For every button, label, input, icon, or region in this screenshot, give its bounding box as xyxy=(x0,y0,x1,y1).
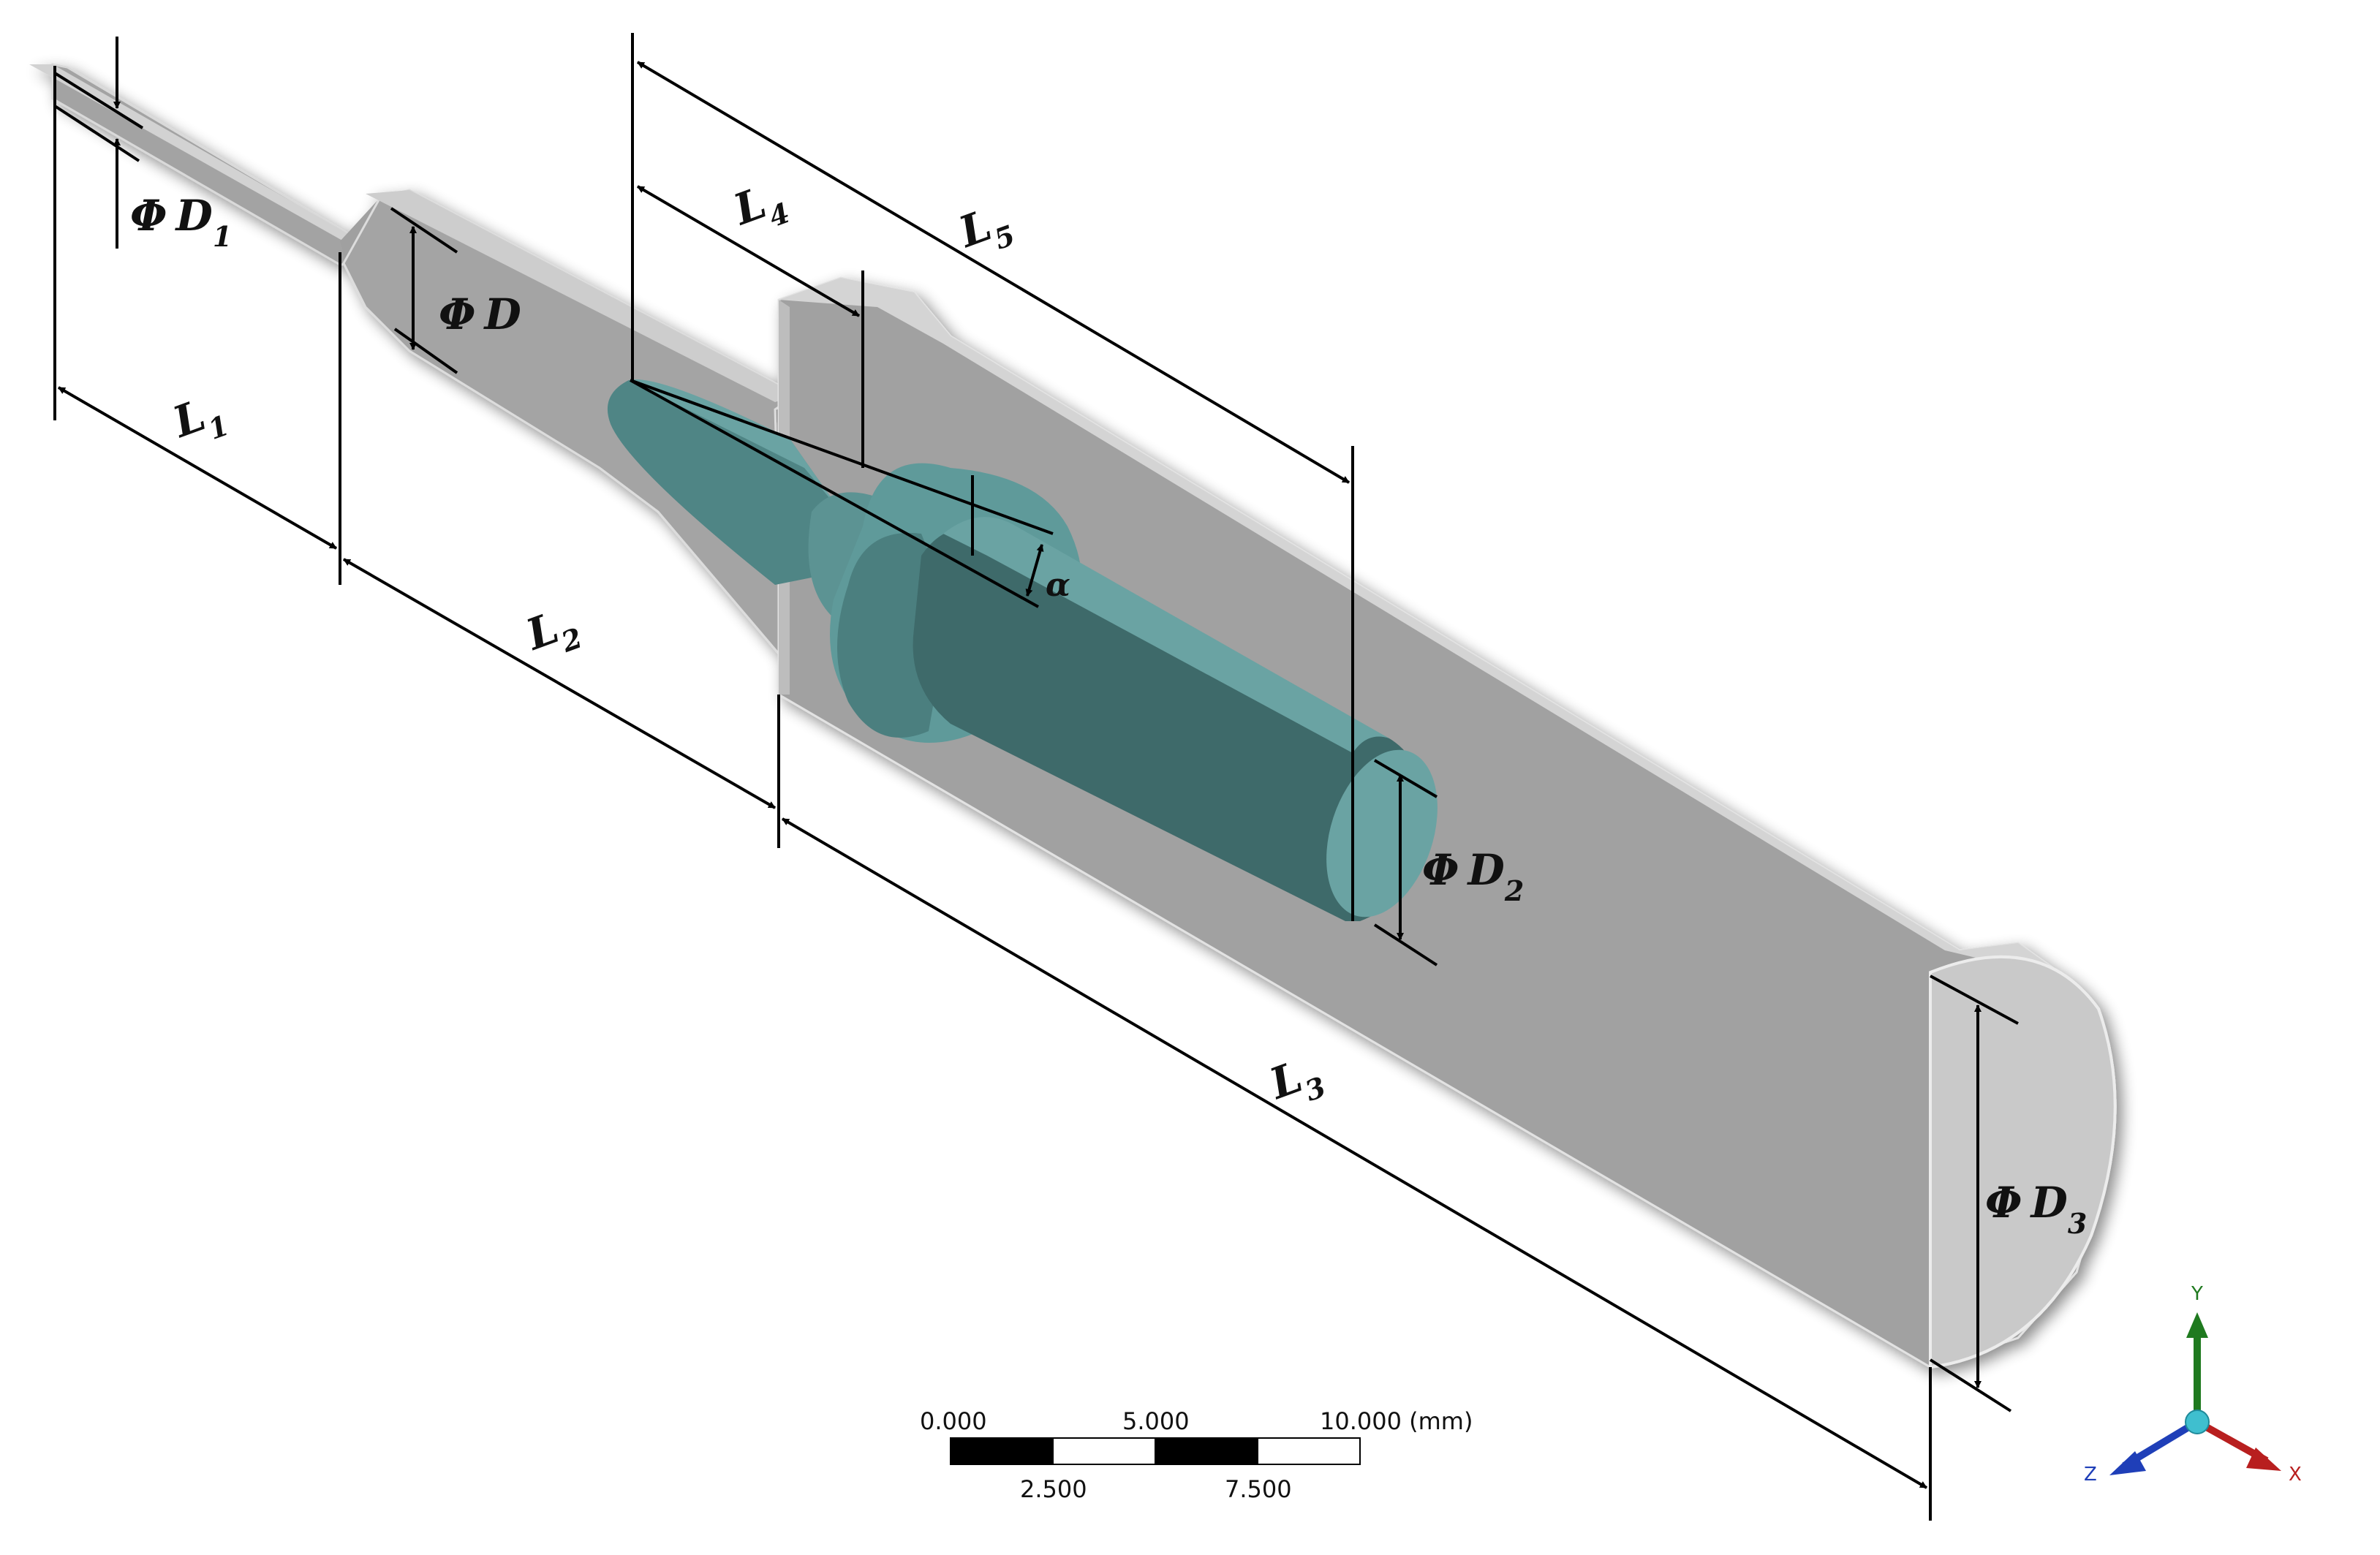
label-alpha: α xyxy=(1046,567,1070,604)
scale-label-10: 10.000 (mm) xyxy=(1320,1407,1473,1435)
triad-y-label: Y xyxy=(2191,1283,2203,1305)
dim-d-ext-bottom xyxy=(393,328,458,374)
dim-d2-ext-bottom xyxy=(1373,923,1438,966)
scale-label-0: 0.000 xyxy=(920,1407,987,1435)
scale-label-7-5: 7.500 xyxy=(1225,1475,1292,1503)
dim-alpha-line-1 xyxy=(630,379,1054,535)
dim-d-ext-top xyxy=(390,207,458,254)
triad-y-head xyxy=(2186,1312,2208,1338)
probe-cylinder-top xyxy=(943,517,1389,753)
scale-seg-4 xyxy=(1257,1437,1361,1465)
triad-z-head xyxy=(2109,1451,2146,1475)
end-face xyxy=(1929,955,2117,1369)
triad-z-label: Z xyxy=(2084,1464,2097,1486)
scale-label-5: 5.000 xyxy=(1122,1407,1190,1435)
scale-seg-3 xyxy=(1155,1438,1258,1464)
scale-seg-2 xyxy=(1052,1437,1156,1465)
dimension-lines xyxy=(53,33,2019,1521)
dim-alpha-line-2 xyxy=(630,379,1039,608)
label-l4: L4 xyxy=(726,171,794,244)
dim-d3-ext-bottom xyxy=(1929,1358,2012,1412)
label-l3: L3 xyxy=(1262,1045,1330,1119)
main-body-top xyxy=(779,278,2069,980)
scale-outline xyxy=(950,1437,1361,1465)
dim-l1-arrow xyxy=(57,386,338,550)
dim-d3-ext-top xyxy=(1930,975,2019,1025)
triad-origin xyxy=(2185,1410,2210,1434)
dim-alpha-arrow xyxy=(1025,544,1044,597)
dim-d1-ext-bottom xyxy=(53,105,140,162)
dim-l2-arrow xyxy=(343,558,776,809)
triad-x-head xyxy=(2246,1448,2281,1471)
dim-l3-arrow xyxy=(781,817,1928,1489)
label-l2: L2 xyxy=(518,596,586,669)
dim-d1-ext-top xyxy=(53,72,144,129)
triad-x-label: X xyxy=(2289,1464,2302,1486)
label-l5: L5 xyxy=(951,194,1019,267)
dim-l5-arrow xyxy=(636,61,1350,484)
scale-bar: 0.000 5.000 10.000 (mm) 2.500 7.500 xyxy=(920,1407,1473,1503)
axis-triad: Y Z X xyxy=(2084,1283,2302,1486)
label-l1: L1 xyxy=(165,384,233,457)
scale-label-2-5: 2.500 xyxy=(1020,1475,1087,1503)
dim-d2-ext-top xyxy=(1373,759,1438,798)
scale-seg-1 xyxy=(951,1438,1053,1464)
